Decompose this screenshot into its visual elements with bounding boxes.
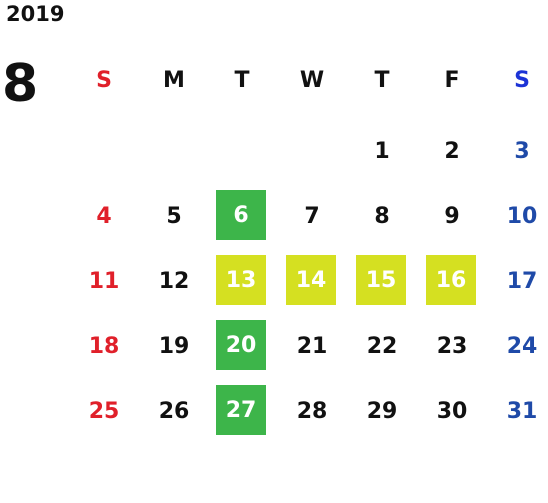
year-label: 2019 bbox=[6, 2, 65, 26]
day-cell[interactable]: 17 bbox=[506, 268, 538, 294]
day-cell[interactable]: 14 bbox=[286, 255, 336, 305]
day-cell[interactable]: 9 bbox=[444, 203, 460, 229]
day-cell[interactable]: 11 bbox=[88, 268, 120, 294]
day-cell[interactable]: 23 bbox=[436, 333, 468, 359]
weekday-tuesday: T bbox=[234, 67, 250, 93]
day-cell[interactable]: 7 bbox=[304, 203, 320, 229]
day-cell[interactable]: 2 bbox=[444, 138, 460, 164]
day-cell[interactable]: 21 bbox=[296, 333, 328, 359]
month-label: 8 bbox=[2, 54, 39, 114]
weekday-monday: M bbox=[163, 67, 185, 93]
day-cell[interactable]: 29 bbox=[366, 398, 398, 424]
day-cell[interactable]: 3 bbox=[514, 138, 530, 164]
day-cell[interactable]: 16 bbox=[426, 255, 476, 305]
day-cell[interactable]: 1 bbox=[374, 138, 390, 164]
day-cell[interactable]: 18 bbox=[88, 333, 120, 359]
day-cell[interactable]: 26 bbox=[158, 398, 190, 424]
day-cell[interactable]: 4 bbox=[96, 203, 112, 229]
day-cell[interactable]: 31 bbox=[506, 398, 538, 424]
day-cell[interactable]: 12 bbox=[158, 268, 190, 294]
day-cell[interactable]: 28 bbox=[296, 398, 328, 424]
day-cell[interactable]: 25 bbox=[88, 398, 120, 424]
day-cell[interactable]: 6 bbox=[216, 190, 266, 240]
weekday-thursday: T bbox=[374, 67, 390, 93]
weekday-friday: F bbox=[444, 67, 460, 93]
day-cell[interactable]: 10 bbox=[506, 203, 538, 229]
day-cell[interactable]: 5 bbox=[166, 203, 182, 229]
weekday-sunday: S bbox=[96, 67, 112, 93]
day-cell[interactable]: 20 bbox=[216, 320, 266, 370]
day-cell[interactable]: 22 bbox=[366, 333, 398, 359]
day-cell[interactable]: 15 bbox=[356, 255, 406, 305]
day-cell[interactable]: 24 bbox=[506, 333, 538, 359]
weekday-saturday: S bbox=[514, 67, 530, 93]
weekday-wednesday: W bbox=[299, 67, 325, 93]
day-cell[interactable]: 8 bbox=[374, 203, 390, 229]
day-cell[interactable]: 27 bbox=[216, 385, 266, 435]
day-cell[interactable]: 19 bbox=[158, 333, 190, 359]
day-cell[interactable]: 30 bbox=[436, 398, 468, 424]
day-cell[interactable]: 13 bbox=[216, 255, 266, 305]
